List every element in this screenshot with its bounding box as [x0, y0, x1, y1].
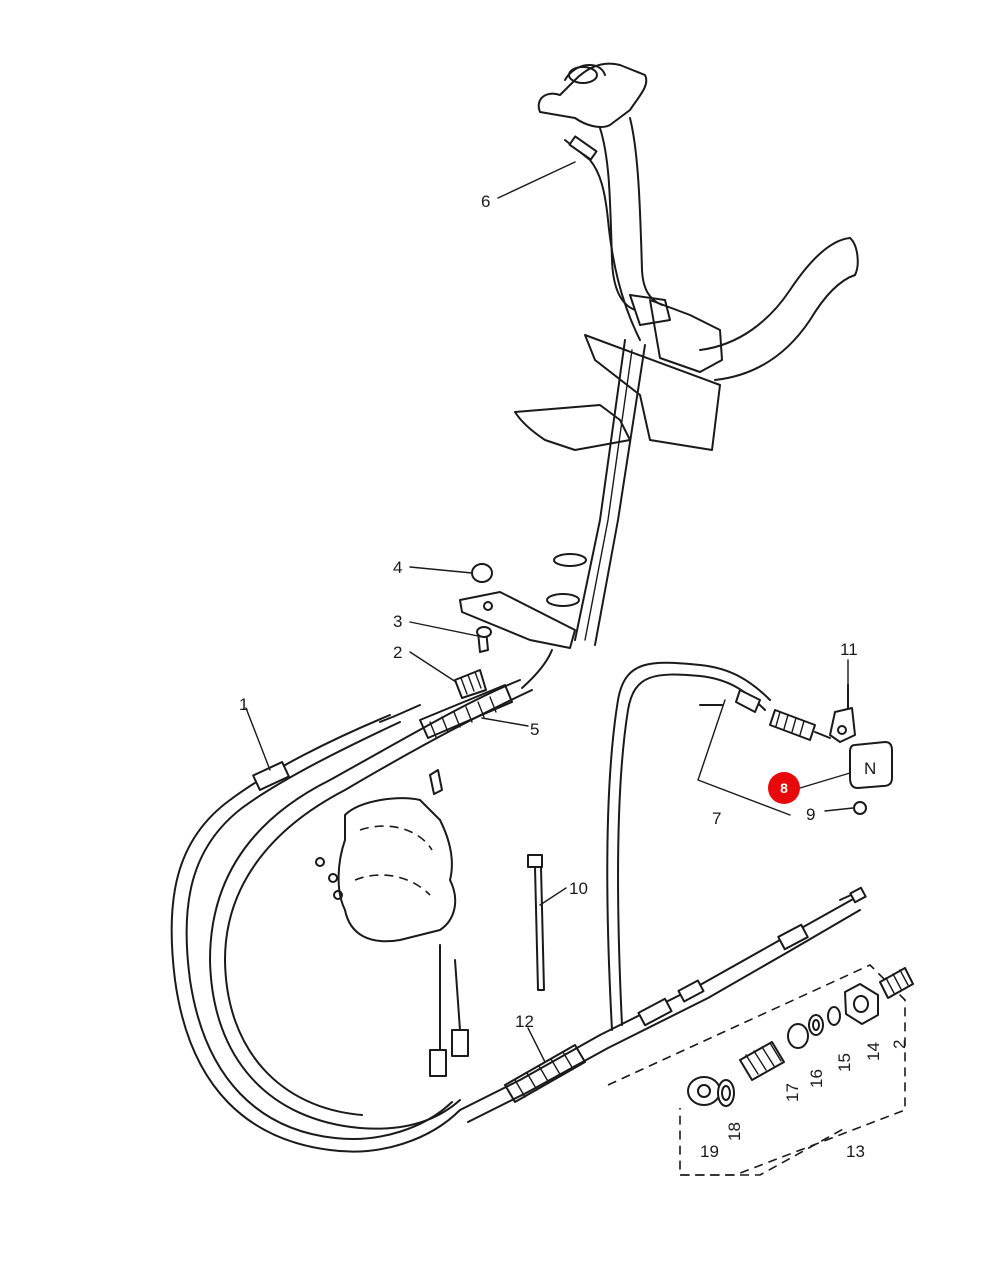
part-label-15: 15 [835, 1053, 854, 1072]
part-label-10: 10 [569, 879, 588, 898]
small-hardware-upper [454, 563, 493, 699]
part-label-13: 13 [846, 1142, 865, 1161]
part-label-2-lower: 2 [890, 1040, 909, 1049]
part-label-3: 3 [393, 612, 402, 631]
part-label-16: 16 [807, 1069, 826, 1088]
part-label-19: 19 [700, 1142, 719, 1161]
part-label-7: 7 [712, 809, 721, 828]
highlight-marker-label: 8 [780, 780, 788, 796]
part-label-2-upper: 2 [393, 643, 402, 662]
part-label-1: 1 [239, 695, 248, 714]
part-number-labels: 6 4 3 2 1 5 11 7 9 10 12 14 2 15 16 17 1… [239, 192, 909, 1161]
part-label-14: 14 [864, 1042, 883, 1061]
part-label-12: 12 [515, 1012, 534, 1031]
part-label-18: 18 [725, 1122, 744, 1141]
part-label-11: 11 [840, 640, 858, 659]
part-label-5: 5 [530, 720, 539, 739]
highlight-marker-8[interactable]: 8 [768, 772, 800, 804]
fitting-kit-13 [607, 964, 914, 1176]
control-cables [170, 649, 553, 1153]
part-label-6: 6 [481, 192, 490, 211]
neutral-badge-letter: N [864, 759, 876, 778]
engine-sketch [315, 769, 469, 1077]
neutral-switch-cable [606, 661, 893, 1031]
remote-control-cable [459, 886, 867, 1123]
tiller-handle-assembly [459, 62, 859, 649]
leader-lines [245, 161, 854, 1063]
part-label-17: 17 [783, 1083, 802, 1102]
tie-wrap [527, 854, 545, 991]
part-label-4: 4 [393, 558, 402, 577]
throttle-cable-upper [564, 135, 641, 341]
highlight-marker-circle[interactable] [768, 772, 800, 804]
part-label-9: 9 [806, 805, 815, 824]
